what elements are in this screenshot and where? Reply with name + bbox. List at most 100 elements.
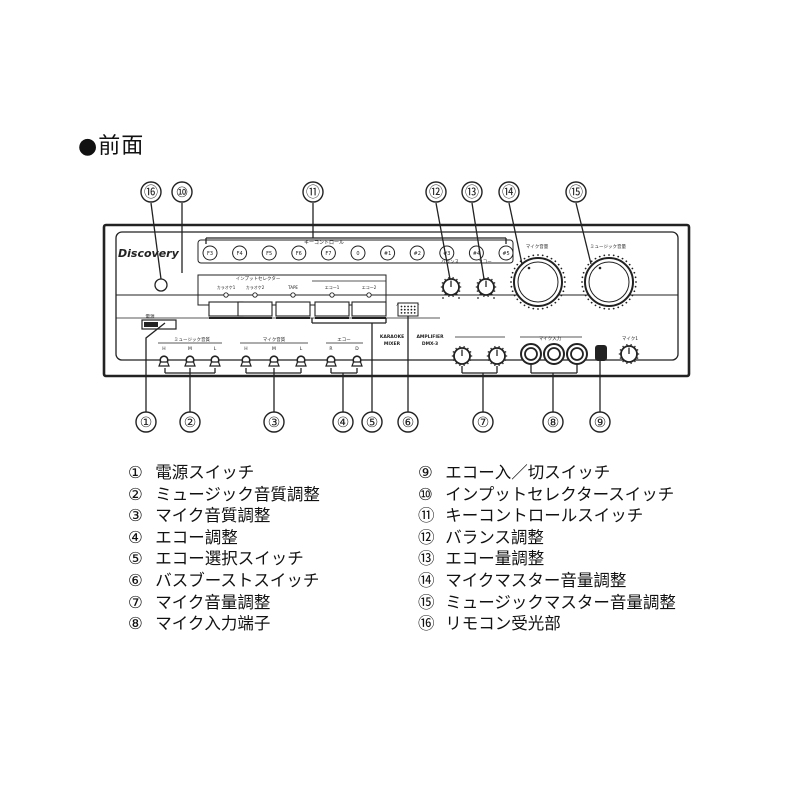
- key-button-label: F5: [266, 251, 272, 257]
- master-volume-knobs: [510, 254, 637, 310]
- legend-number: ⑤: [128, 549, 143, 569]
- mic-master-knob[interactable]: [510, 254, 566, 310]
- input-led-icon: [290, 292, 296, 298]
- key-button[interactable]: [291, 245, 307, 261]
- scale-dot: [625, 301, 628, 304]
- callout-circle: [397, 411, 419, 433]
- legend-number: ⑧: [128, 614, 143, 634]
- leader-line: [461, 366, 498, 412]
- scale-dot: [603, 307, 606, 310]
- legend-text: マイクマスター音量調整: [440, 570, 627, 590]
- callout-circle: [542, 411, 564, 433]
- legend-number: ⑬: [418, 549, 435, 569]
- callout-circle: [565, 181, 587, 203]
- echo-on-off-switch[interactable]: [595, 345, 607, 361]
- leader-line: [150, 202, 162, 280]
- power-label: 電源: [146, 313, 155, 320]
- scale-dot: [608, 308, 610, 310]
- knob-body: [584, 257, 634, 307]
- leader-line: [575, 202, 592, 265]
- input-selector-frame: [197, 274, 387, 306]
- scale-dot: [587, 263, 590, 266]
- key-button[interactable]: [202, 245, 218, 261]
- key-button[interactable]: [232, 245, 248, 261]
- legend-number: ⑨: [418, 463, 433, 482]
- legend-text: キーコントロールスイッチ: [440, 506, 644, 526]
- remote-sensor: [154, 278, 168, 292]
- key-button-label: #3: [443, 251, 450, 257]
- callout-number: ②: [184, 415, 197, 431]
- scale-dot: [510, 281, 512, 283]
- tone-band-letter: M: [188, 346, 192, 352]
- input-select-button[interactable]: [351, 301, 387, 317]
- scale-dot: [621, 304, 624, 307]
- input-selector-label: インプットセレクター: [236, 275, 281, 282]
- leader-line: [311, 318, 387, 412]
- callout-circle: [425, 181, 447, 203]
- scale-dot: [537, 254, 539, 256]
- scale-dot: [510, 276, 513, 279]
- legend-text: ミュージック音質調整: [150, 484, 320, 504]
- scale-dot: [581, 285, 584, 288]
- scale-dot: [631, 267, 634, 270]
- grille-dot: [413, 312, 416, 314]
- mic-jack-inner: [524, 347, 538, 361]
- scale-dot: [598, 306, 601, 309]
- legend-number: ①: [128, 463, 143, 482]
- legend-text: リモコン受光部: [440, 614, 561, 634]
- mic-volume-knob-1[interactable]: [451, 345, 473, 367]
- key-button-label: #4: [473, 251, 480, 257]
- input-select-button[interactable]: [275, 301, 311, 317]
- mic-volume-label: マイク音量: [526, 243, 549, 250]
- scale-dot: [541, 307, 544, 310]
- callout-circle: [461, 181, 483, 203]
- scale-dot: [634, 285, 637, 288]
- mic-controls: [451, 336, 640, 367]
- scale-dot: [582, 271, 585, 274]
- model-line: KARAOKE: [380, 334, 404, 340]
- scale-dot: [617, 255, 620, 258]
- scale-dot: [581, 276, 584, 279]
- key-button[interactable]: [350, 245, 366, 261]
- callout-circle: [498, 181, 520, 203]
- mic-volume-knob-2[interactable]: [486, 345, 508, 367]
- callout-circle: [361, 411, 383, 433]
- echo-level-knob[interactable]: [475, 276, 497, 298]
- legend-text: マイク音質調整: [150, 506, 271, 526]
- scale-dot: [557, 298, 560, 301]
- power-switch[interactable]: [141, 319, 177, 330]
- key-button[interactable]: [261, 245, 277, 261]
- key-button[interactable]: [320, 245, 336, 261]
- scale-dot: [511, 271, 514, 274]
- balance-label: バランス: [441, 259, 459, 265]
- input-button-label: カラオケ1: [217, 284, 236, 290]
- key-button[interactable]: [380, 245, 396, 261]
- key-button[interactable]: [409, 245, 425, 261]
- scale-dot: [631, 294, 634, 297]
- scale-dot: [458, 297, 460, 299]
- scale-dot: [633, 271, 636, 274]
- knob-base: [295, 361, 307, 367]
- balance-knob[interactable]: [440, 276, 462, 298]
- knob-base: [209, 361, 221, 367]
- scale-dot: [532, 307, 535, 310]
- key-button[interactable]: [498, 245, 514, 261]
- key-button-label: F7: [325, 251, 331, 257]
- scale-dot: [603, 254, 606, 257]
- scale-dot: [633, 290, 636, 293]
- scale-dot: [562, 290, 565, 293]
- scale-dot: [612, 307, 615, 310]
- input-led-icon: [252, 292, 258, 298]
- key-button-label: #1: [384, 251, 391, 257]
- grille-dot: [403, 308, 406, 311]
- input-select-button[interactable]: [314, 301, 350, 317]
- mic1-volume-knob[interactable]: [618, 343, 640, 365]
- music-master-knob[interactable]: [581, 254, 637, 310]
- scale-dot: [594, 304, 597, 307]
- legend-text: エコー量調整: [440, 549, 545, 569]
- input-select-button[interactable]: [237, 301, 273, 317]
- scale-dot: [550, 304, 553, 307]
- scale-dot: [516, 298, 519, 301]
- scale-dot: [625, 260, 628, 263]
